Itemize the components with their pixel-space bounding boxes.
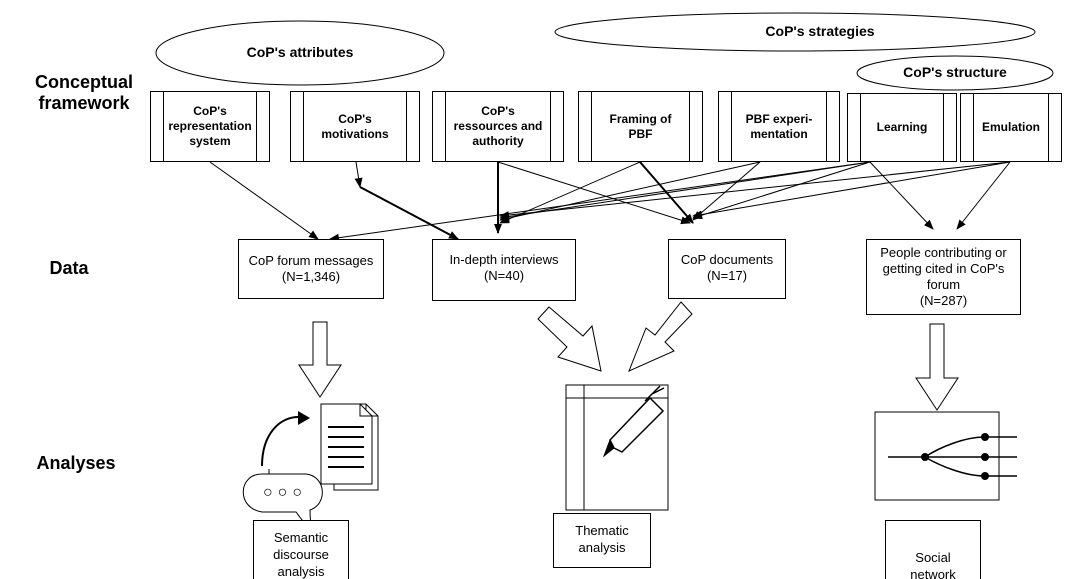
group-label-strategies: CoP's strategies [765,23,875,39]
strategies-ellipse [554,12,1036,52]
analysis-semantic-discourse: Semantic discourse analysis [253,520,349,579]
row-label-framework: Conceptual framework [34,72,133,113]
framework-item-representation: CoP's representation system [150,91,270,162]
framework-item-learning: Learning [847,93,957,162]
network-graph-icon [874,411,1017,501]
data-network-people: People contributing or getting cited in … [866,239,1021,315]
group-label-structure: CoP's structure [903,64,1007,80]
row-label-data: Data [49,258,89,278]
discourse-document-icon [242,403,379,529]
data-forum-messages: CoP forum messages (N=1,346) [238,239,384,299]
group-label-attributes: CoP's attributes [246,44,354,60]
data-interviews: In-depth interviews (N=40) [432,239,576,301]
block-arrow-interviews [537,306,602,372]
data-documents: CoP documents (N=17) [668,239,786,299]
framework-item-emulation: Emulation [960,93,1062,162]
framework-item-framing: Framing of PBF [578,91,703,162]
notebook-pen-icon [565,384,669,511]
framework-to-data-arrows [209,161,1011,242]
analysis-social-network: Social network analysis [885,520,981,579]
analysis-thematic: Thematic analysis [553,513,651,568]
row-label-analyses: Analyses [36,453,116,473]
framework-item-motivations: CoP's motivations [290,91,420,162]
structure-ellipse [856,55,1054,91]
attributes-ellipse [155,20,445,86]
framework-item-experimentation: PBF experi-mentation [718,91,840,162]
framework-item-resources: CoP's ressources and authority [432,91,564,162]
speech-bubble-dots: ○○○ [263,484,307,501]
block-arrow-network [915,323,959,411]
block-arrow-forum [298,321,342,398]
block-arrow-documents [628,301,693,372]
